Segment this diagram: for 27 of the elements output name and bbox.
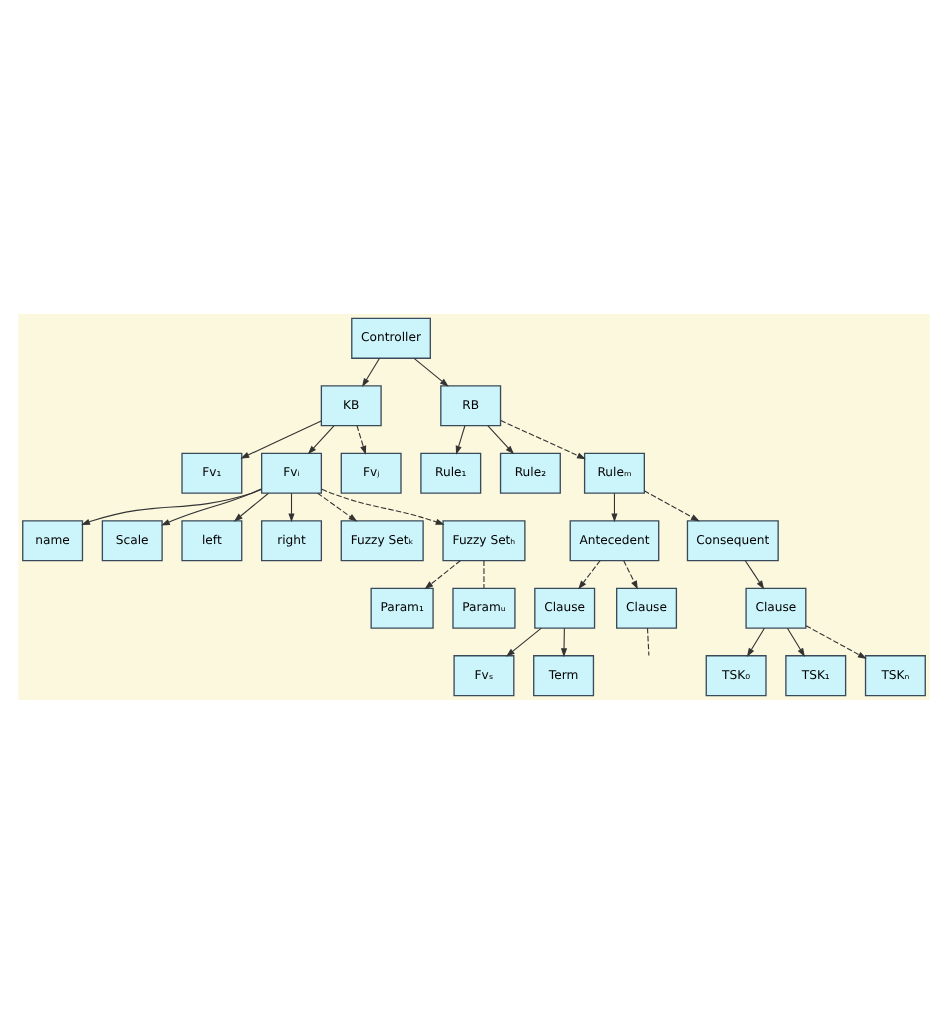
arrow (240, 419, 322, 458)
arrow (643, 489, 700, 521)
arrow (413, 356, 449, 386)
arrow (455, 424, 466, 454)
arrow (805, 624, 867, 658)
arrow (288, 491, 295, 522)
arrow (233, 491, 270, 521)
arrow (500, 419, 586, 459)
arrow (356, 424, 367, 454)
arrow (744, 559, 765, 589)
arrow (307, 424, 335, 454)
connector (646, 626, 650, 656)
arrow (786, 626, 805, 656)
connector (483, 559, 485, 588)
arrow (746, 626, 765, 656)
arrow (362, 356, 381, 387)
arrow (487, 424, 515, 454)
arrow (81, 488, 262, 524)
arrow (560, 626, 568, 657)
arrow (317, 491, 358, 521)
arrow (160, 487, 262, 525)
arrow (578, 559, 601, 589)
arrow (623, 559, 638, 589)
arrow (611, 491, 618, 522)
arrow (505, 626, 542, 656)
arrow (321, 487, 445, 524)
arrow (424, 559, 461, 589)
